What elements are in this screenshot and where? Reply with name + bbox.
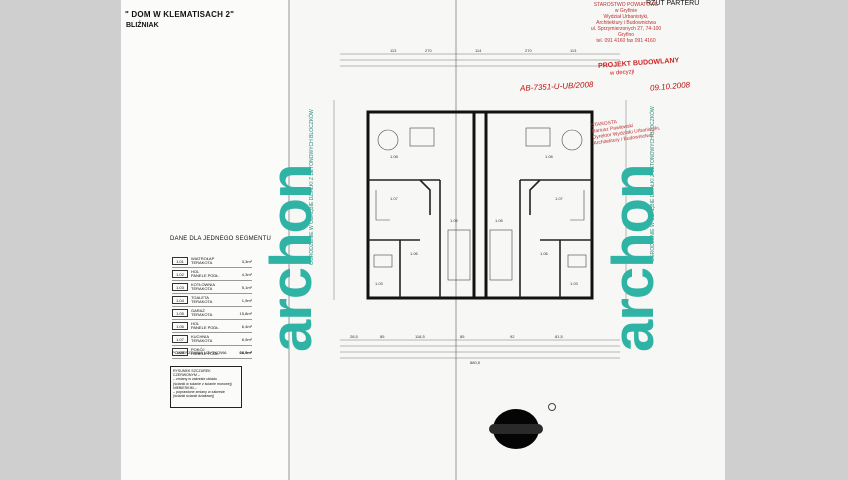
room-area: 3,3m² xyxy=(241,258,252,264)
room-name: POKÓJ xyxy=(191,347,205,352)
room-tag: 1.03 xyxy=(375,281,384,286)
room-finish: PANELE PODŁ. xyxy=(191,273,220,278)
archon-watermark: archon xyxy=(601,164,666,352)
dimension-label: 113 xyxy=(390,48,397,53)
dimension-label: 85 xyxy=(460,334,465,339)
room-area: 6,9m² xyxy=(241,336,252,342)
fold-line xyxy=(288,0,290,480)
legend-line: – poprawione zmiany w zakresie xyxy=(173,390,225,395)
room-finish: PANELE PODŁ. xyxy=(191,325,220,330)
dimension-label: 118,5 xyxy=(415,334,425,339)
room-finish: TERAKOTA xyxy=(191,312,213,317)
room-number: 1.02 xyxy=(172,270,188,278)
room-area: 5,1m² xyxy=(241,284,252,290)
room-tag: 1.06 xyxy=(540,251,549,256)
room-number: 1.07 xyxy=(172,335,188,343)
legend-line: (ścianki ścianki działowej) xyxy=(173,394,215,399)
archon-watermark: archon xyxy=(259,164,324,352)
room-area: 15,8m² xyxy=(239,310,252,316)
room-tag: 1.07 xyxy=(555,196,564,201)
room-tag: 1.05 xyxy=(450,218,459,223)
room-name: KOTŁOWNIA xyxy=(191,282,216,287)
drawing-view-label: RZUT PARTERU xyxy=(646,0,700,7)
room-name: HOL xyxy=(191,269,200,274)
project-subtitle: BLIŹNIAK xyxy=(126,22,159,29)
room-number: 1.08 xyxy=(172,348,188,356)
dimension-label: 81,5 xyxy=(555,334,564,339)
legend-line: RYSUNEK SZCZUREK xyxy=(173,369,211,373)
room-finish: TERAKOTA xyxy=(191,260,213,265)
dimension-label: 270 xyxy=(425,48,432,53)
room-name: WIATROŁAP xyxy=(191,256,215,261)
room-tag: 1.08 xyxy=(545,154,554,159)
room-tag: 1.07 xyxy=(390,196,399,201)
legend-line: CZERWONYM – xyxy=(173,373,200,378)
room-area: 24,9m² xyxy=(239,349,252,355)
legend-line: – zmiany w zakresie układu xyxy=(173,377,217,382)
room-area: 4,3m² xyxy=(241,271,252,277)
project-title: " DOM W KLEMATISACH 2" xyxy=(125,10,235,19)
room-number: 1.04 xyxy=(172,296,188,304)
room-tag: 1.03 xyxy=(570,281,579,286)
dimension-label: 28,5 xyxy=(350,334,359,339)
total-area-row: POWIERZCHNIA UŻYTKOWA 68,5m² xyxy=(172,350,252,355)
dimension-label: 85 xyxy=(380,334,385,339)
legend-line: (ścianki w ścianie z ścianie murowej) xyxy=(173,381,232,386)
room-name: KUCHNIA xyxy=(191,334,210,339)
room-name: TOALETA xyxy=(191,295,209,300)
room-tag: 1.08 xyxy=(390,154,399,159)
room-name: GARAŻ xyxy=(191,308,205,313)
room-number: 1.05 xyxy=(172,309,188,317)
document-left-panel xyxy=(121,0,289,480)
summary-heading: DANE DLA JEDNEGO SEGMENTU xyxy=(170,236,272,242)
total-width-label: 880,5 xyxy=(470,360,481,365)
room-area: 1,9m² xyxy=(241,297,252,303)
dimension-label: 270 xyxy=(525,48,532,53)
floor-plan: 113 270 114 270 113 28,5 85 118,5 85 92 … xyxy=(333,48,627,365)
logo-band xyxy=(489,424,543,434)
room-name: HOL xyxy=(191,321,200,326)
legend-box: RYSUNEK SZCZUREK CZERWONYM – – zmiany w … xyxy=(170,366,242,408)
dimension-label: 114 xyxy=(475,48,482,53)
room-tag: 1.06 xyxy=(410,251,419,256)
room-finish: TERAKOTA xyxy=(191,299,213,304)
room-number: 1.01 xyxy=(172,257,188,265)
room-tag: 1.05 xyxy=(495,218,504,223)
total-area-value: 68,5m² xyxy=(239,350,252,355)
office-stamp: STAROSTWO POWIATOWE w Gryfinie Wydział U… xyxy=(590,2,662,44)
registered-mark-icon xyxy=(548,403,556,411)
room-finish: TERAKOTA xyxy=(191,286,213,291)
room-number: 1.03 xyxy=(172,283,188,291)
dimension-label: 113 xyxy=(570,48,577,53)
dimension-label: 92 xyxy=(510,334,515,339)
room-area: 6,4m² xyxy=(241,323,252,329)
total-area-label: POWIERZCHNIA UŻYTKOWA xyxy=(172,350,227,355)
room-number: 1.06 xyxy=(172,322,188,330)
room-finish: PANELE PODŁ. xyxy=(191,351,220,356)
legend-line: NIEBIESKIM – xyxy=(173,385,197,390)
fold-line xyxy=(455,0,457,480)
room-finish: TERAKOTA xyxy=(191,338,213,343)
